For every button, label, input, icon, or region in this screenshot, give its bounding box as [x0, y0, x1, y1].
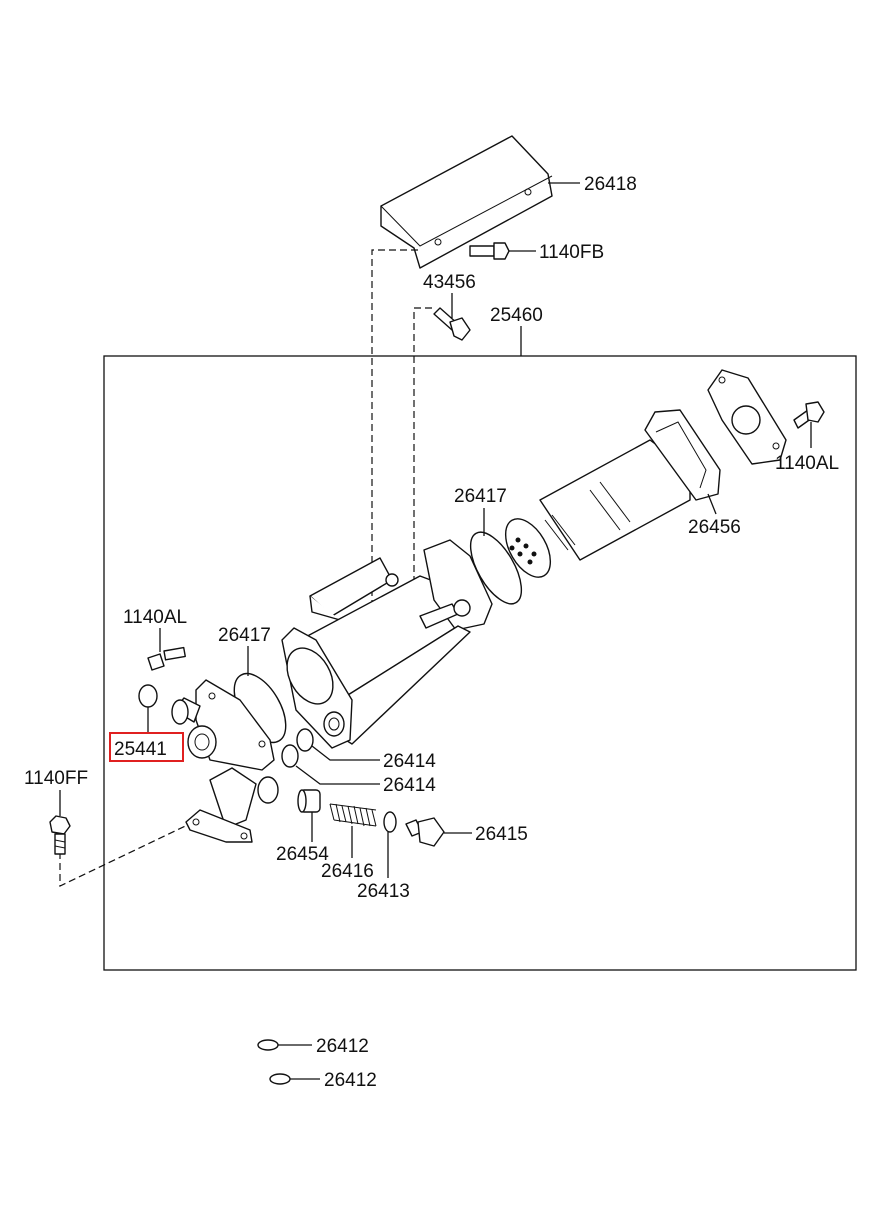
valve-flange-part[interactable] [278, 627, 353, 749]
valve-seat-26454-part[interactable] [297, 789, 321, 813]
spring-26416-part[interactable] [329, 803, 377, 827]
dashed-guide-shield [371, 249, 418, 680]
callout-1140fb[interactable]: 1140FB [539, 242, 604, 263]
dashed-guide-1140ff [59, 817, 203, 887]
callout-43456[interactable]: 43456 [423, 272, 476, 293]
callout-26417-lower[interactable]: 26417 [218, 625, 271, 646]
end-flange-part[interactable] [707, 369, 787, 465]
callout-25460[interactable]: 25460 [490, 305, 543, 326]
callout-26414-b[interactable]: 26414 [383, 775, 436, 796]
bolt-1140ff-part[interactable] [49, 815, 71, 855]
leader-26456 [707, 493, 717, 515]
o-ring-26414-b-part[interactable] [281, 744, 299, 768]
callout-26417-upper[interactable]: 26417 [454, 486, 507, 507]
callout-25441[interactable]: 25441 [114, 739, 167, 760]
o-ring-26412-b-part[interactable] [269, 1073, 291, 1085]
callout-26412-a[interactable]: 26412 [316, 1036, 369, 1057]
egr-cooler-tube-part[interactable] [496, 439, 691, 585]
bolt-1140al-right-part[interactable] [793, 401, 825, 429]
bolt-1140al-left-part[interactable] [147, 646, 186, 671]
egr-inlet-pipe-part[interactable] [171, 679, 279, 843]
callout-26413[interactable]: 26413 [357, 881, 410, 902]
callout-1140al-left[interactable]: 1140AL [123, 607, 187, 628]
callout-1140al-right[interactable]: 1140AL [775, 453, 839, 474]
callout-26456[interactable]: 26456 [688, 517, 741, 538]
dashed-guide-bolt [413, 307, 432, 598]
egr-valve-housing-part[interactable] [299, 539, 493, 745]
plug-26415-part[interactable] [405, 817, 445, 847]
gasket-26456-part[interactable] [644, 409, 721, 501]
callout-26415[interactable]: 26415 [475, 824, 528, 845]
leader-26414-a [311, 745, 380, 761]
callout-26418[interactable]: 26418 [584, 174, 637, 195]
o-ring-26413-part[interactable] [383, 811, 397, 833]
o-ring-26417-upper-part[interactable] [460, 524, 531, 611]
o-ring-25441-part[interactable] [138, 684, 158, 708]
callout-1140ff[interactable]: 1140FF [24, 768, 88, 789]
leader-26414-b [295, 765, 380, 785]
callout-26412-b[interactable]: 26412 [324, 1070, 377, 1091]
bolt-43456-part[interactable] [433, 307, 471, 341]
bolt-1140fb-part[interactable] [469, 242, 510, 260]
callout-26454[interactable]: 26454 [276, 844, 329, 865]
assembly-frame [103, 355, 857, 971]
heat-shield-part[interactable] [380, 135, 553, 269]
callout-26414-a[interactable]: 26414 [383, 751, 436, 772]
callout-26416[interactable]: 26416 [321, 861, 374, 882]
o-ring-26412-a-part[interactable] [257, 1039, 279, 1051]
highlight-box-25441 [109, 732, 184, 762]
o-ring-26414-a-part[interactable] [296, 728, 314, 752]
